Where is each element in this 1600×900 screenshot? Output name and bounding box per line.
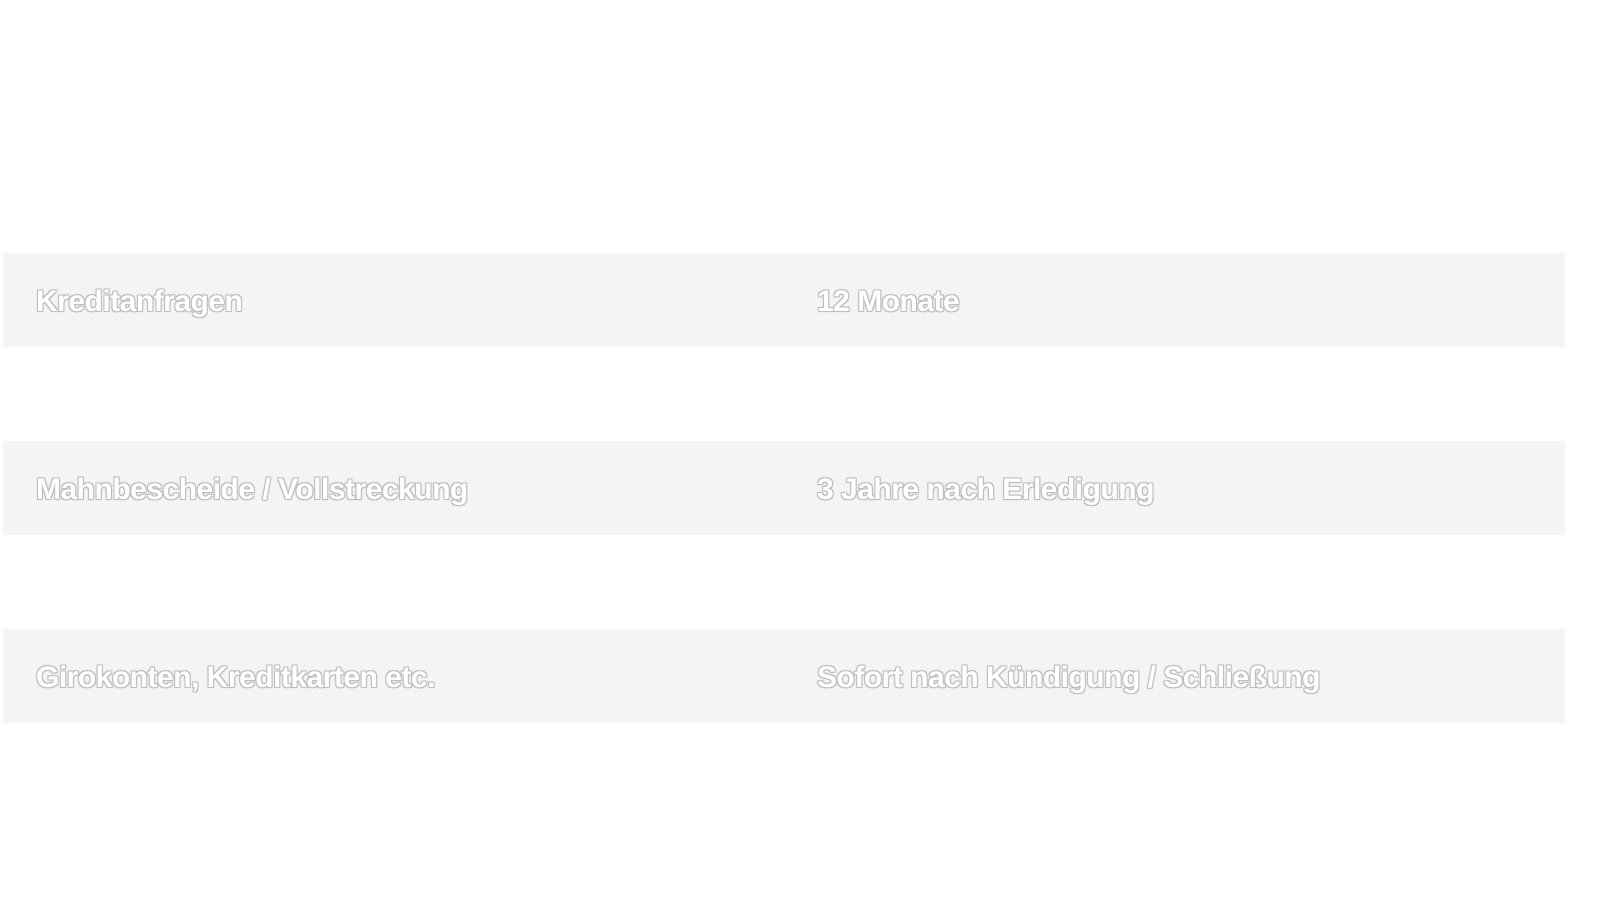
category-cell: Kreditanfragen — [36, 285, 243, 318]
table-row: Kreditanfragen 12 Monate — [3, 253, 1565, 347]
table-row: Girokonten, Kreditkarten etc. Sofort nac… — [3, 629, 1565, 723]
category-cell: Mahnbescheide / Vollstreckung — [36, 473, 468, 506]
retention-cell: Sofort nach Kündigung / Schließung — [817, 661, 1320, 694]
retention-cell: 12 Monate — [817, 285, 960, 318]
retention-cell: 3 Jahre nach Erledigung — [817, 473, 1154, 506]
category-cell: Girokonten, Kreditkarten etc. — [36, 661, 435, 694]
table-row: Mahnbescheide / Vollstreckung 3 Jahre na… — [3, 441, 1565, 535]
